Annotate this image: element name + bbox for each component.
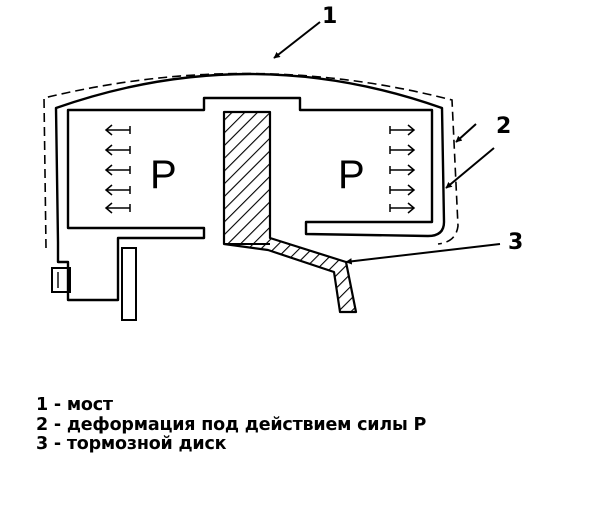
legend: 1 - мост 2 - деформация под действием си… <box>36 395 427 455</box>
callout-1: 1 <box>322 4 338 29</box>
leader-2a <box>455 123 477 143</box>
left-pressure-label: P <box>150 153 177 197</box>
mounting-bolt <box>51 267 71 293</box>
right-pressure-label: P <box>338 153 365 197</box>
brake-disc <box>222 110 358 314</box>
right-pressure-arrows <box>389 124 416 214</box>
support-bar <box>121 247 137 321</box>
leader-3 <box>345 243 501 265</box>
callout-3: 3 <box>508 230 524 255</box>
legend-item-1: 1 - мост <box>36 395 113 415</box>
leader-2b <box>445 147 495 189</box>
left-pressure-arrows <box>104 124 131 214</box>
deformed-outline <box>43 72 459 249</box>
legend-item-3: 3 - тормозной диск <box>36 434 227 454</box>
legend-item-2: 2 - деформация под действием силы Р <box>36 414 427 435</box>
caliper-bridge <box>54 72 446 302</box>
callout-2: 2 <box>496 114 512 139</box>
leader-1 <box>273 21 321 59</box>
